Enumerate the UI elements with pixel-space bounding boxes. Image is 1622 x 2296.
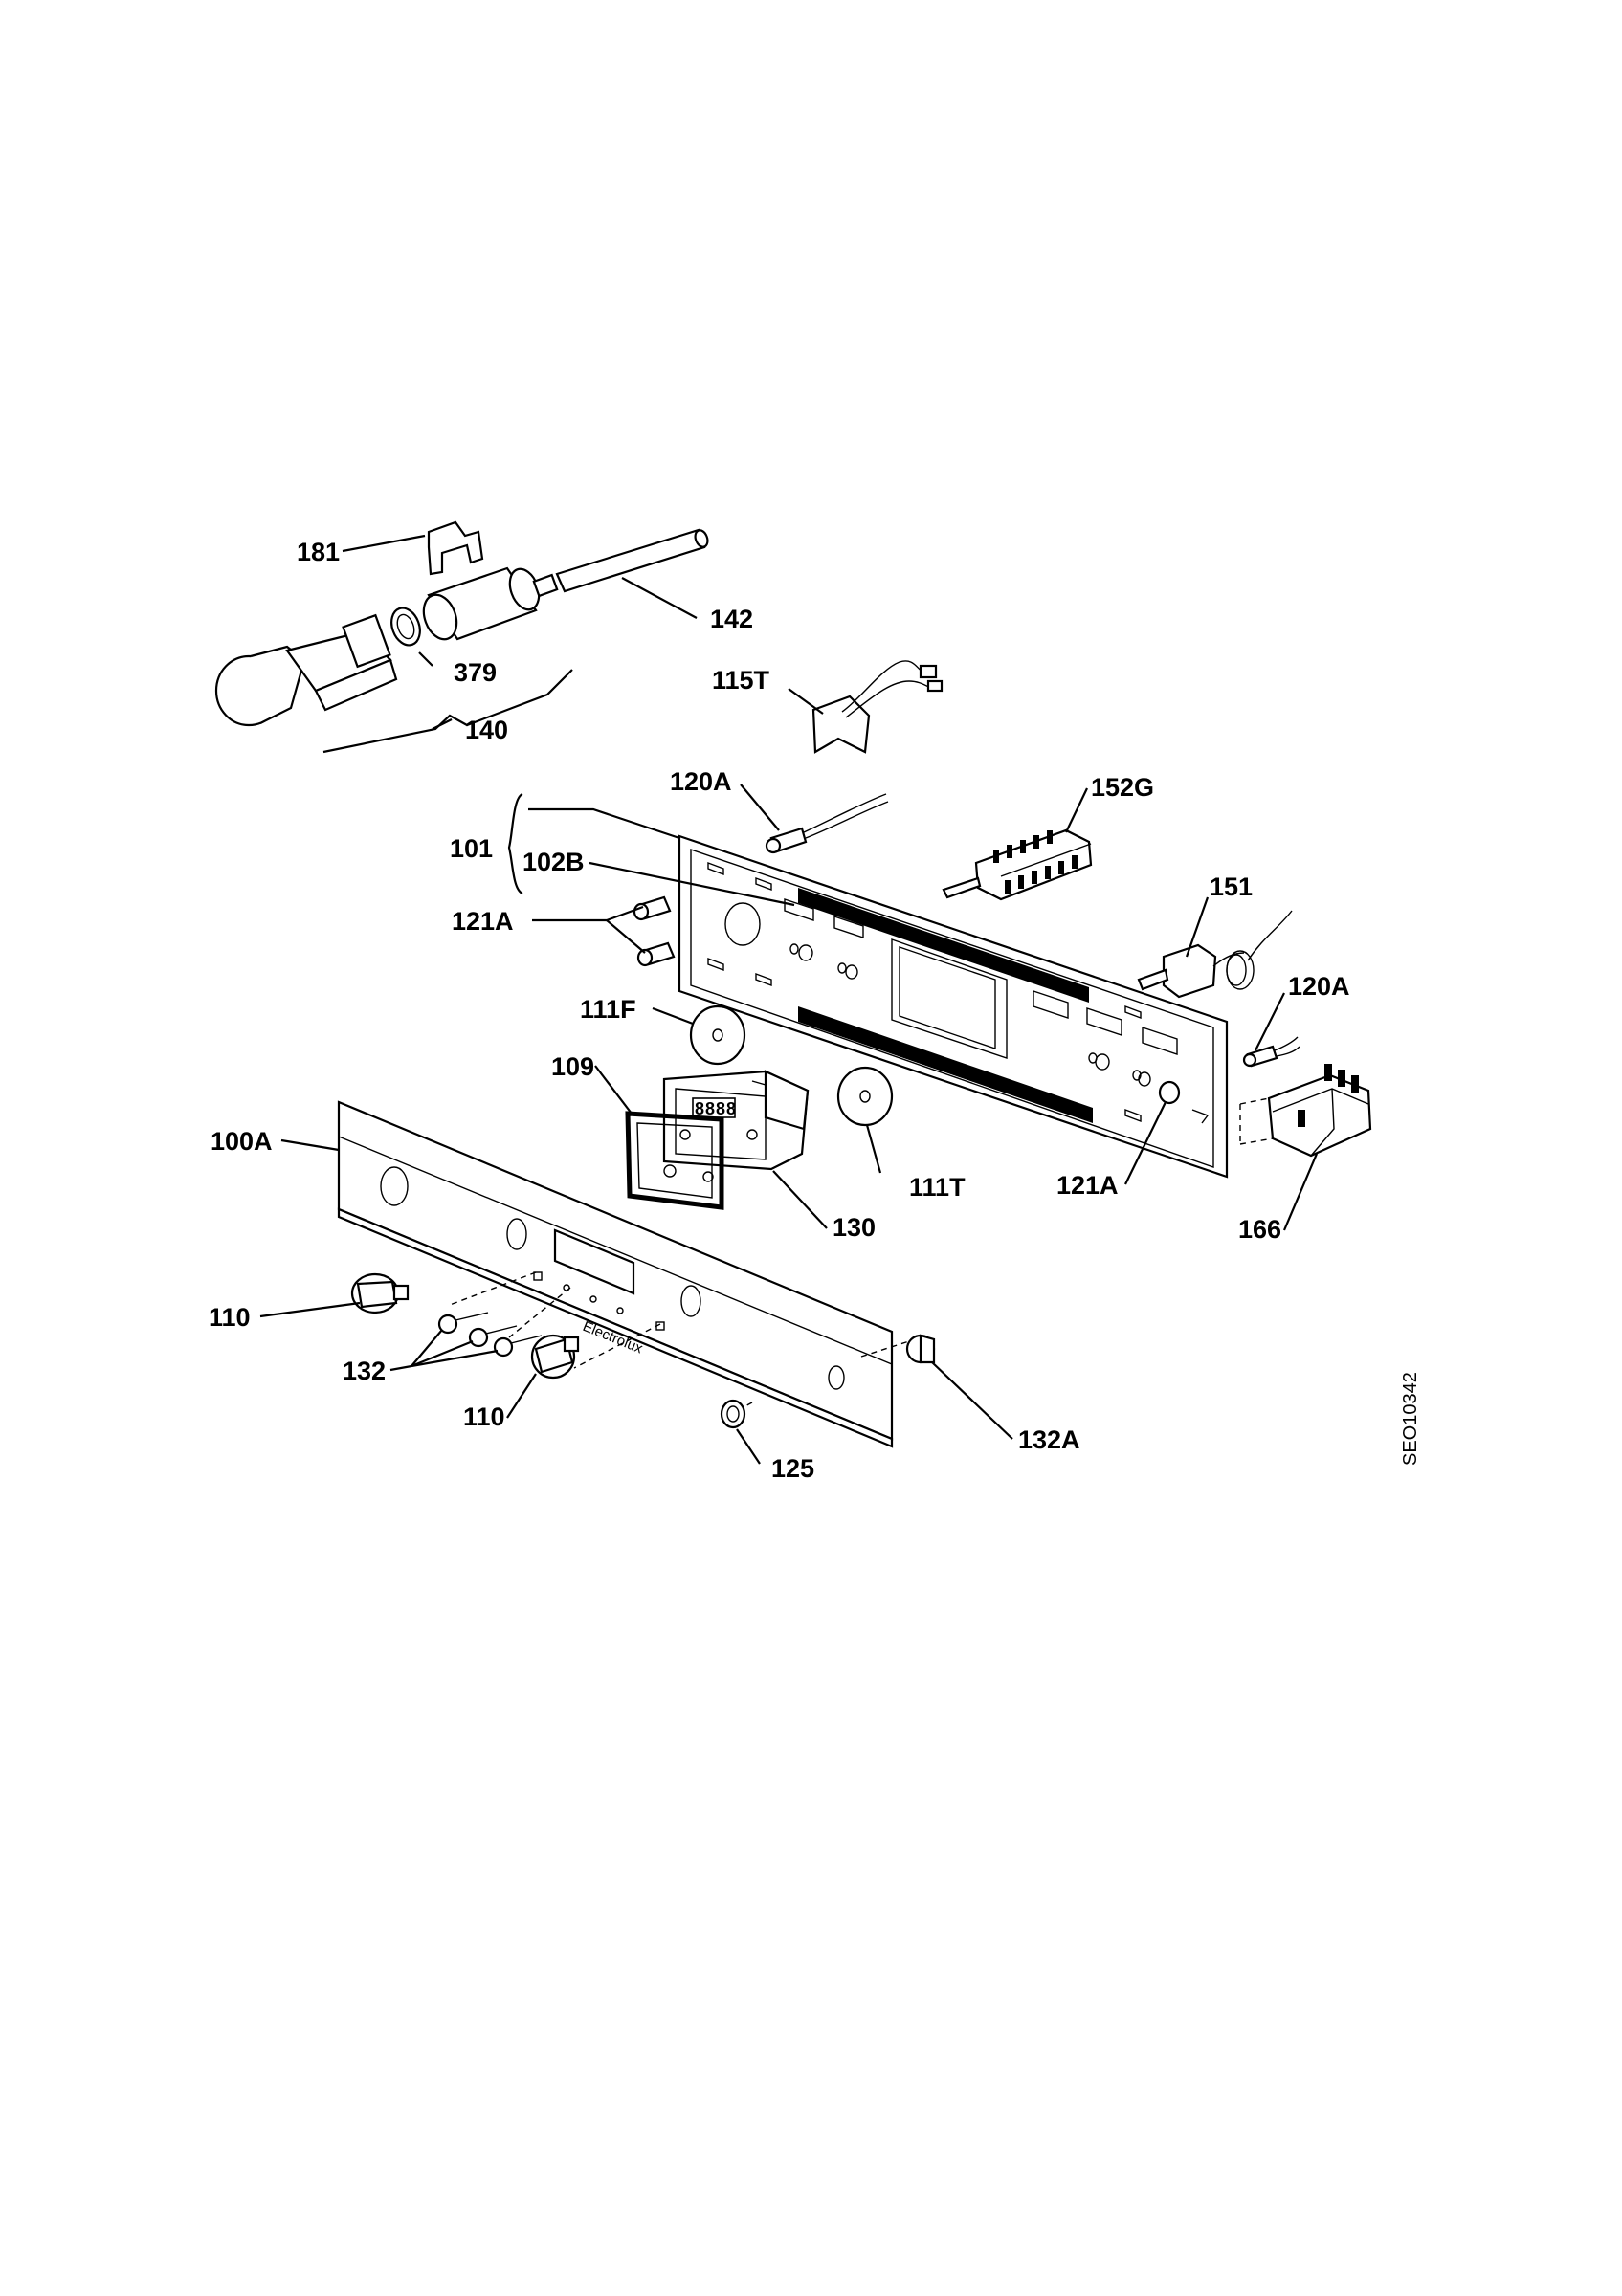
- label-152G: 152G: [1091, 773, 1154, 802]
- label-379: 379: [454, 658, 497, 687]
- part-110-knob-left: [350, 1272, 410, 1314]
- part-132A-button: [905, 1334, 936, 1364]
- part-121A-lamps: [633, 895, 676, 967]
- label-102B: 102B: [522, 848, 585, 876]
- part-109-gasket: [625, 1111, 724, 1210]
- label-101: 101: [450, 834, 493, 863]
- label-121A-left: 121A: [452, 907, 514, 936]
- diagram-code: SEO10342: [1400, 1372, 1421, 1466]
- part-110-knob-bottom: [530, 1334, 580, 1380]
- part-120A-right: [1242, 1036, 1300, 1068]
- spindle-assembly: [214, 520, 709, 727]
- label-125: 125: [771, 1454, 814, 1483]
- label-181: 181: [297, 538, 340, 566]
- label-111T: 111T: [909, 1173, 966, 1202]
- label-140: 140: [465, 716, 508, 744]
- label-110-left: 110: [209, 1303, 251, 1332]
- label-121A-right: 121A: [1056, 1171, 1119, 1200]
- label-151: 151: [1210, 872, 1253, 901]
- part-152G: [942, 828, 1093, 901]
- part-101-back-panel: [678, 834, 1229, 1179]
- part-151: [1137, 910, 1293, 999]
- part-111F-disc: [689, 1004, 746, 1066]
- label-115T: 115T: [712, 666, 770, 695]
- part-100A-front-fascia: Electrolux: [337, 1100, 910, 1448]
- display-digits: 8888: [695, 1099, 737, 1118]
- part-labels: 181 142 379 140 115T 120A 152G 101 102B …: [209, 538, 1350, 1483]
- leader-lines: [259, 534, 1319, 1465]
- label-166: 166: [1238, 1215, 1281, 1244]
- part-115T: [811, 660, 944, 754]
- label-111F: 111F: [580, 995, 636, 1024]
- label-109: 109: [551, 1052, 594, 1081]
- label-100A: 100A: [211, 1127, 273, 1156]
- label-110-bottom: 110: [463, 1402, 505, 1431]
- part-111T-disc: [836, 1066, 894, 1127]
- label-120A-right: 120A: [1288, 972, 1350, 1001]
- label-120A-top: 120A: [670, 767, 732, 796]
- part-120A-top: [765, 793, 889, 854]
- part-125-ring: [720, 1399, 746, 1429]
- part-132-buttons: [437, 1312, 543, 1358]
- part-130-timer: 8888: [662, 1070, 810, 1171]
- part-166: [1239, 1064, 1372, 1158]
- label-130: 130: [833, 1213, 876, 1242]
- label-142: 142: [710, 605, 753, 633]
- label-132: 132: [343, 1357, 386, 1385]
- label-132A: 132A: [1018, 1425, 1080, 1454]
